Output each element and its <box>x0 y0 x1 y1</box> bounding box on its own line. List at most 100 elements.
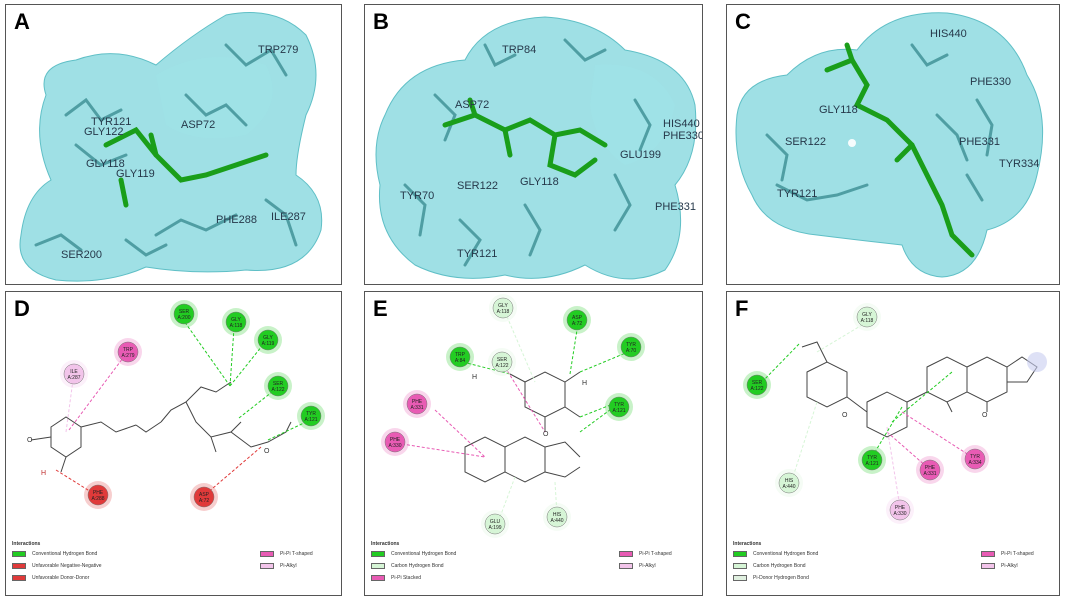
residue-id: A:199 <box>488 525 501 531</box>
panel-letter: A <box>14 9 30 34</box>
residue-id: A:331 <box>410 405 423 411</box>
residue-label: HIS440 <box>663 118 700 130</box>
residue-name: GLY <box>231 317 241 323</box>
residue-name: GLY <box>862 312 872 318</box>
residue-id: A:70 <box>626 348 637 354</box>
molecular-surface <box>735 12 1044 278</box>
residue-label: PHE330 <box>663 130 703 142</box>
panel-e-2d-diagram: H O H GLYA:118ASPA:72TRPA:84TYRA:70SERA:… <box>381 294 645 538</box>
residue-labels: TRP279 TYR121 GLY122 ASP72 GLY118 GLY119… <box>61 44 306 261</box>
residue-label: PHE288 <box>216 214 257 226</box>
residue-id: A:119 <box>262 341 275 347</box>
residue-name: TYR <box>867 455 877 461</box>
residue-label: PHE330 <box>970 76 1011 88</box>
legend-item: Unfavorable Negative-Negative <box>12 562 101 570</box>
residue-name: TYR <box>626 342 636 348</box>
residue-id: A:122 <box>271 387 284 393</box>
residue-label: TRP84 <box>502 44 536 56</box>
residue-name: SER <box>497 357 508 363</box>
legend-title: Interactions <box>12 541 41 547</box>
residue-label: GLY118 <box>819 104 858 116</box>
residue-name: TRP <box>455 352 466 358</box>
residue-label: ASP72 <box>455 99 489 111</box>
panel-letter: E <box>373 296 388 321</box>
residue-nodes: GLYA:118ASPA:72TRPA:84TYRA:70SERA:122PHE… <box>381 294 645 538</box>
residue-id: A:440 <box>550 518 563 524</box>
residue-label: PHE331 <box>959 136 1000 148</box>
residue-id: A:121 <box>612 408 625 414</box>
residue-name: HIS <box>785 478 794 484</box>
residue-id: A:334 <box>968 460 981 466</box>
residue-label: GLU199 <box>620 149 661 161</box>
residue-label: TRP279 <box>258 44 298 56</box>
ligand-structure <box>464 371 581 483</box>
residue-id: A:118 <box>497 309 510 315</box>
legend-item: Pi-Alkyl <box>260 562 297 570</box>
residue-name: TRP <box>123 347 134 353</box>
residue-label: ASP72 <box>181 119 215 131</box>
legend-item: Pi-Alkyl <box>619 562 656 570</box>
residue-name: TYR <box>970 454 980 460</box>
residue-name: ILE <box>70 369 78 375</box>
panel-a-3d-view: TRP279 TYR121 GLY122 ASP72 GLY118 GLY119… <box>19 12 323 282</box>
residue-id: A:440 <box>782 484 795 490</box>
legend-item: Unfavorable Donor-Donor <box>12 574 89 582</box>
atom-label: H <box>41 470 46 477</box>
residue-id: A:330 <box>388 443 401 449</box>
legend-item: Pi-Pi T-shaped <box>260 550 313 558</box>
panel-letter: F <box>735 296 749 321</box>
residue-name: SER <box>273 381 284 387</box>
panel-a: A TRP279 TYR121 GLY122 ASP72 GLY118 GLY1… <box>5 4 342 285</box>
legend-item: Pi-Pi T-shaped <box>981 550 1034 558</box>
residue-label: GLY119 <box>116 168 155 180</box>
residue-name: ASP <box>199 492 210 498</box>
residue-nodes: GLYA:118SERA:122TYRA:121HISA:440PHEA:331… <box>743 303 989 524</box>
residue-id: A:331 <box>923 471 936 477</box>
legend-title: Interactions <box>733 541 762 547</box>
residue-id: A:118 <box>861 318 874 324</box>
residue-label: TYR121 <box>777 188 817 200</box>
panel-letter: D <box>14 296 30 321</box>
residue-id: A:72 <box>572 321 583 327</box>
panel-letter: B <box>373 9 389 34</box>
residue-id: A:72 <box>199 498 210 504</box>
residue-label: SER200 <box>61 249 102 261</box>
residue-label: SER122 <box>785 136 826 148</box>
ligand-structure <box>30 381 292 473</box>
legend-item: Carbon Hydrogen Bond <box>733 562 806 570</box>
residue-id: A:288 <box>91 496 104 502</box>
residue-label: TYR121 <box>457 248 497 260</box>
residue-id: A:287 <box>67 375 80 381</box>
residue-name: PHE <box>895 505 906 511</box>
residue-label: GLY118 <box>86 158 125 170</box>
legend-item: Pi-Pi T-shaped <box>619 550 672 558</box>
residue-id: A:121 <box>304 417 317 423</box>
legend-item: Pi-Alkyl <box>981 562 1018 570</box>
atom-label: H <box>472 374 477 381</box>
legend-item: Conventional Hydrogen Bond <box>733 550 818 558</box>
residue-label: ILE287 <box>271 211 306 223</box>
residue-label: HIS440 <box>930 28 967 40</box>
residue-id: A:121 <box>865 461 878 467</box>
residue-label: TYR121 <box>91 116 131 128</box>
legend-title: Interactions <box>371 541 400 547</box>
residue-name: PHE <box>93 490 104 496</box>
residue-name: GLY <box>263 335 273 341</box>
residue-name: GLU <box>490 519 501 525</box>
residue-label: PHE331 <box>655 201 696 213</box>
residue-name: SER <box>752 380 763 386</box>
